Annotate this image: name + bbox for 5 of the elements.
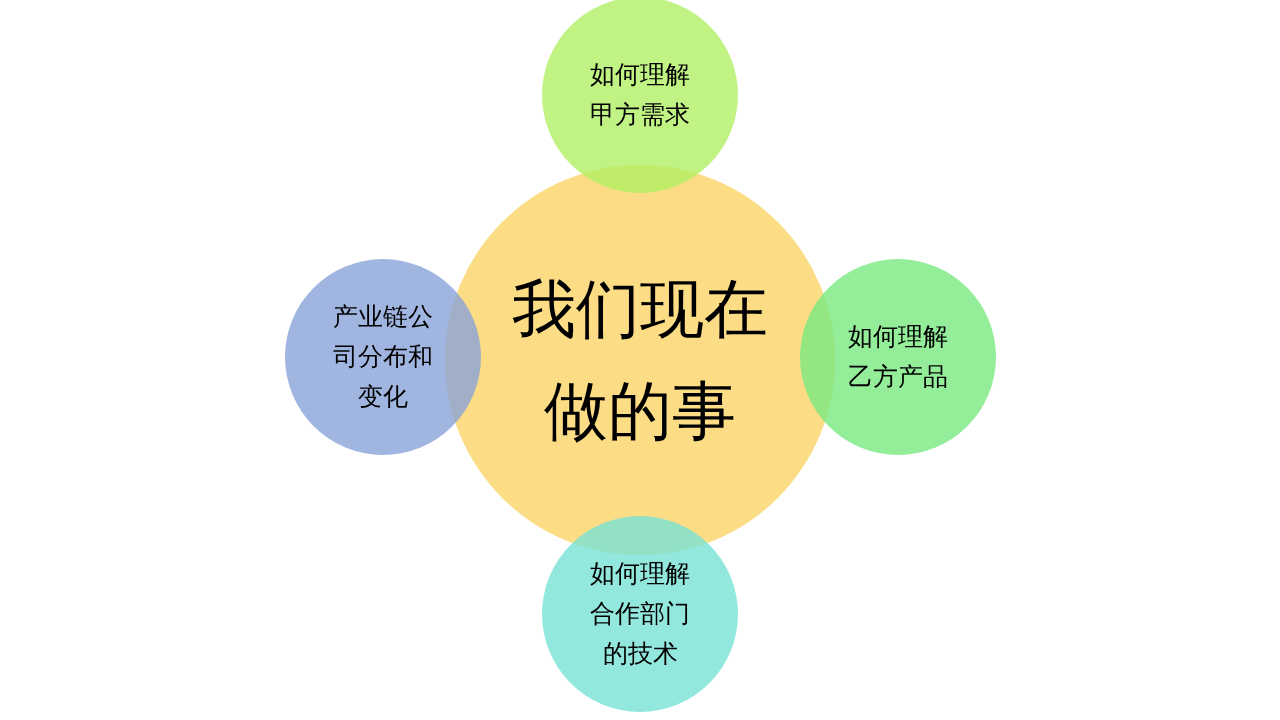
node-text: 产业链公司分布和变化 bbox=[332, 301, 434, 413]
node-text: 我们现在做的事 bbox=[511, 270, 769, 450]
node-text: 如何理解甲方需求 bbox=[589, 59, 691, 131]
node-text: 如何理解乙方产品 bbox=[847, 321, 949, 393]
node-text: 如何理解合作部门的技术 bbox=[589, 558, 691, 670]
